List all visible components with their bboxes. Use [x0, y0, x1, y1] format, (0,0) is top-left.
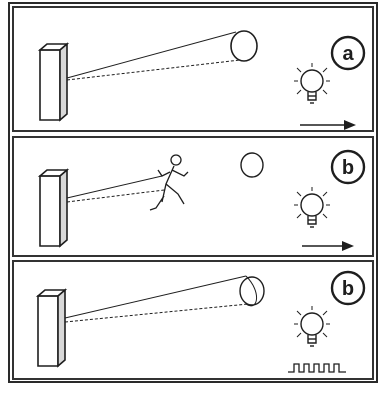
- panel-label-badge: b: [332, 272, 364, 304]
- reflector-icon: [231, 31, 257, 61]
- reflector-icon: [241, 153, 263, 177]
- sensor-box-icon: [40, 170, 67, 246]
- panel-label-badge: b: [332, 151, 364, 183]
- panel-a-diagram: a: [14, 8, 376, 134]
- sensor-box-icon: [38, 290, 65, 366]
- panel-a: a: [12, 6, 374, 132]
- panel-c: b: [12, 260, 374, 380]
- arrow-icon: [300, 120, 356, 130]
- sensor-box-icon: [40, 44, 67, 120]
- beam: [67, 176, 164, 202]
- svg-text:a: a: [342, 43, 354, 65]
- beam: [67, 32, 240, 80]
- svg-text:b: b: [342, 157, 354, 179]
- reflector-icon: [240, 277, 264, 305]
- arrow-icon: [302, 241, 354, 251]
- svg-text:b: b: [342, 278, 354, 300]
- beam: [65, 276, 248, 322]
- lightbulb-icon: [294, 306, 330, 346]
- lightbulb-icon: [294, 187, 330, 227]
- panel-label-badge: a: [332, 37, 364, 69]
- panel-c-diagram: b: [14, 262, 376, 382]
- lightbulb-icon: [294, 63, 330, 103]
- pulse-wave-icon: [288, 364, 346, 372]
- panel-b: b: [12, 136, 374, 257]
- running-person-icon: [150, 155, 188, 210]
- panel-b-diagram: b: [14, 138, 376, 259]
